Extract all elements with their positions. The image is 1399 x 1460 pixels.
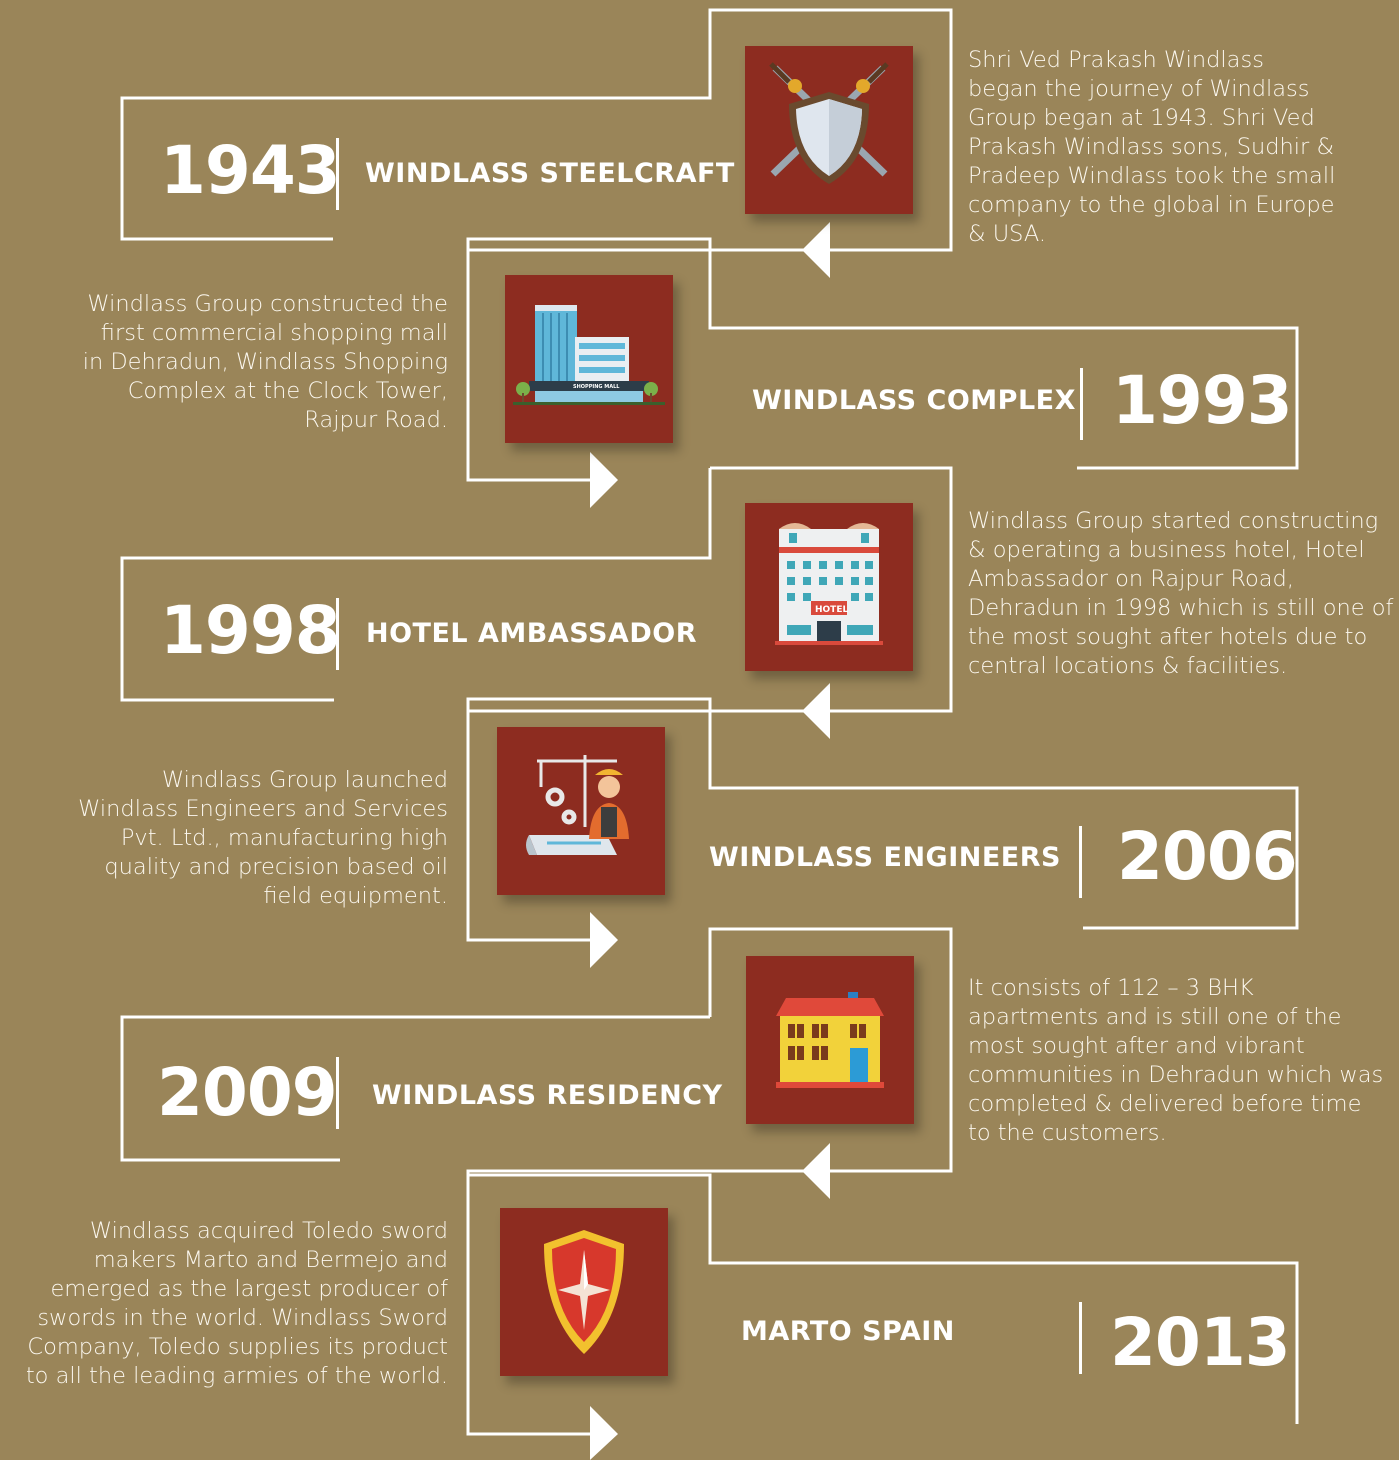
- svg-text:SHOPPING MALL: SHOPPING MALL: [573, 384, 620, 390]
- milestone-description: Shri Ved Prakash Windlass began the jour…: [968, 47, 1336, 247]
- divider: [336, 598, 339, 670]
- year-1943: 1943: [160, 132, 341, 209]
- arrow-left-icon: [802, 683, 830, 739]
- compass-shield-icon: [500, 1208, 668, 1376]
- divider: [1079, 826, 1082, 898]
- divider: [1079, 1302, 1082, 1374]
- arrow-left-icon: [802, 222, 830, 278]
- engineer-icon: [497, 727, 665, 895]
- milestone-title: WINDLASS ENGINEERS: [709, 842, 1061, 873]
- shopping-mall-icon: SHOPPING MALL: [505, 275, 673, 443]
- milestone-title: WINDLASS COMPLEX: [752, 385, 1076, 416]
- residency-building-icon: [746, 956, 914, 1124]
- arrow-right-icon: [590, 912, 618, 968]
- arrow-left-icon: [802, 1143, 830, 1199]
- milestone-title: MARTO SPAIN: [741, 1316, 955, 1347]
- milestone-description: Windlass Group started constructing & op…: [968, 508, 1394, 679]
- year-2006: 2006: [1117, 818, 1298, 895]
- milestone-description: Windlass Group constructed the first com…: [82, 291, 448, 433]
- year-1993: 1993: [1112, 362, 1293, 439]
- divider: [1080, 368, 1083, 440]
- milestone-title: HOTEL AMBASSADOR: [366, 618, 697, 649]
- year-1998: 1998: [160, 592, 341, 669]
- milestone-description: It consists of 112 – 3 BHK apartments an…: [968, 975, 1384, 1146]
- svg-text:HOTEL: HOTEL: [815, 605, 848, 615]
- arrow-right-icon: [590, 1406, 618, 1460]
- year-2009: 2009: [157, 1054, 338, 1131]
- milestone-description: Windlass Group launched Windlass Enginee…: [78, 767, 448, 909]
- milestone-title: WINDLASS RESIDENCY: [372, 1080, 723, 1111]
- divider: [336, 1057, 339, 1129]
- year-2013: 2013: [1110, 1304, 1291, 1381]
- hotel-icon: HOTEL: [745, 503, 913, 671]
- divider: [336, 138, 339, 210]
- arrow-right-icon: [590, 452, 618, 508]
- milestone-title: WINDLASS STEELCRAFT: [365, 158, 735, 189]
- milestone-description: Windlass acquired Toledo sword makers Ma…: [25, 1218, 448, 1389]
- shield-swords-icon: [745, 46, 913, 214]
